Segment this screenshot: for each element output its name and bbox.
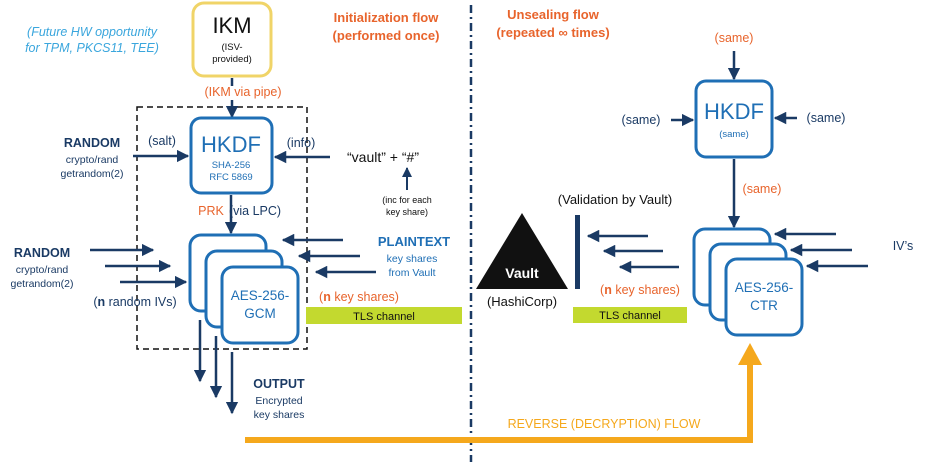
ikm-title: IKM	[212, 13, 251, 38]
hkdf-title: HKDF	[201, 132, 261, 157]
aes-ctr-box	[724, 257, 804, 337]
tls-channel-left-label: TLS channel	[353, 311, 415, 323]
tls-channel-right	[573, 307, 687, 323]
aes-ctr-line1: AES-256-	[735, 280, 794, 295]
output-line1: Encrypted	[255, 395, 302, 407]
n-key-shares-right: (n key shares)	[600, 283, 680, 297]
tls-channel-left	[306, 307, 462, 324]
salt-label: (salt)	[148, 134, 176, 148]
aes-ctr-line2: CTR	[750, 298, 778, 313]
hkdf-box	[189, 116, 274, 195]
vault-validation-label: (Validation by Vault)	[558, 192, 672, 207]
hkdf-right-box	[694, 79, 774, 159]
future-note-line2: for TPM, PKCS11, TEE)	[25, 41, 159, 55]
random2-line2: getrandom(2)	[10, 278, 73, 290]
random1-line2: getrandom(2)	[60, 168, 123, 180]
unseal-flow-subtitle: (repeated ∞ times)	[496, 25, 609, 40]
ikm-box	[191, 1, 273, 78]
random2-line1: crypto/rand	[16, 264, 69, 276]
vault-triangle	[476, 213, 568, 289]
plaintext-title: PLAINTEXT	[378, 234, 450, 249]
future-note-line1: (Future HW opportunity	[27, 25, 158, 39]
via-lpc-label: (via LPC)	[229, 204, 281, 218]
hkdf-right-sub: (same)	[719, 129, 749, 140]
hkdf-sub-rfc: RFC 5869	[209, 172, 252, 183]
output-line2: key shares	[254, 409, 305, 421]
hkdf-right-title: HKDF	[704, 99, 764, 124]
reverse-flow-line	[245, 363, 753, 443]
init-flow-subtitle: (performed once)	[333, 28, 440, 43]
prk-label: PRK	[198, 204, 224, 218]
reverse-flow-arrowhead	[738, 343, 762, 365]
hkdf-sub-sha: SHA-256	[212, 160, 251, 171]
random1-title: RANDOM	[64, 136, 120, 150]
ikm-sub-line2: provided)	[212, 54, 252, 65]
tls-channel-right-label: TLS channel	[599, 310, 661, 322]
same-left-label: (same)	[622, 113, 661, 127]
vault-label: Vault	[505, 265, 539, 281]
random1-line1: crypto/rand	[66, 154, 119, 166]
plaintext-line1: key shares	[387, 253, 438, 265]
random2-title: RANDOM	[14, 246, 70, 260]
same-below-label: (same)	[743, 182, 782, 196]
info-label: (info)	[287, 136, 315, 150]
aes-gcm-box	[220, 265, 300, 345]
ivs-label: IV’s	[893, 239, 914, 253]
vault-hash-label: “vault” + “#”	[347, 149, 419, 165]
reverse-flow-label: REVERSE (DECRYPTION) FLOW	[508, 417, 701, 431]
ikm-sub-line1: (ISV-	[221, 42, 242, 53]
aes-gcm-line1: AES-256-	[231, 288, 290, 303]
dashed-boundary	[136, 106, 308, 350]
same-top-label: (same)	[715, 31, 754, 45]
ikm-via-pipe-label: (IKM via pipe)	[204, 85, 281, 99]
vault-barrier	[575, 215, 580, 289]
plaintext-line2: from Vault	[388, 267, 435, 279]
n-key-shares-left: (n key shares)	[319, 290, 399, 304]
vault-org: (HashiCorp)	[487, 294, 557, 309]
init-flow-title: Initialization flow	[334, 10, 440, 25]
aes-gcm-line2: GCM	[244, 306, 276, 321]
inc-line2: key share)	[386, 207, 428, 217]
n-random-ivs-label: (n random IVs)	[93, 295, 176, 309]
output-title: OUTPUT	[253, 377, 305, 391]
inc-line1: (inc for each	[382, 195, 432, 205]
same-right-label: (same)	[807, 111, 846, 125]
unseal-flow-title: Unsealing flow	[507, 7, 600, 22]
